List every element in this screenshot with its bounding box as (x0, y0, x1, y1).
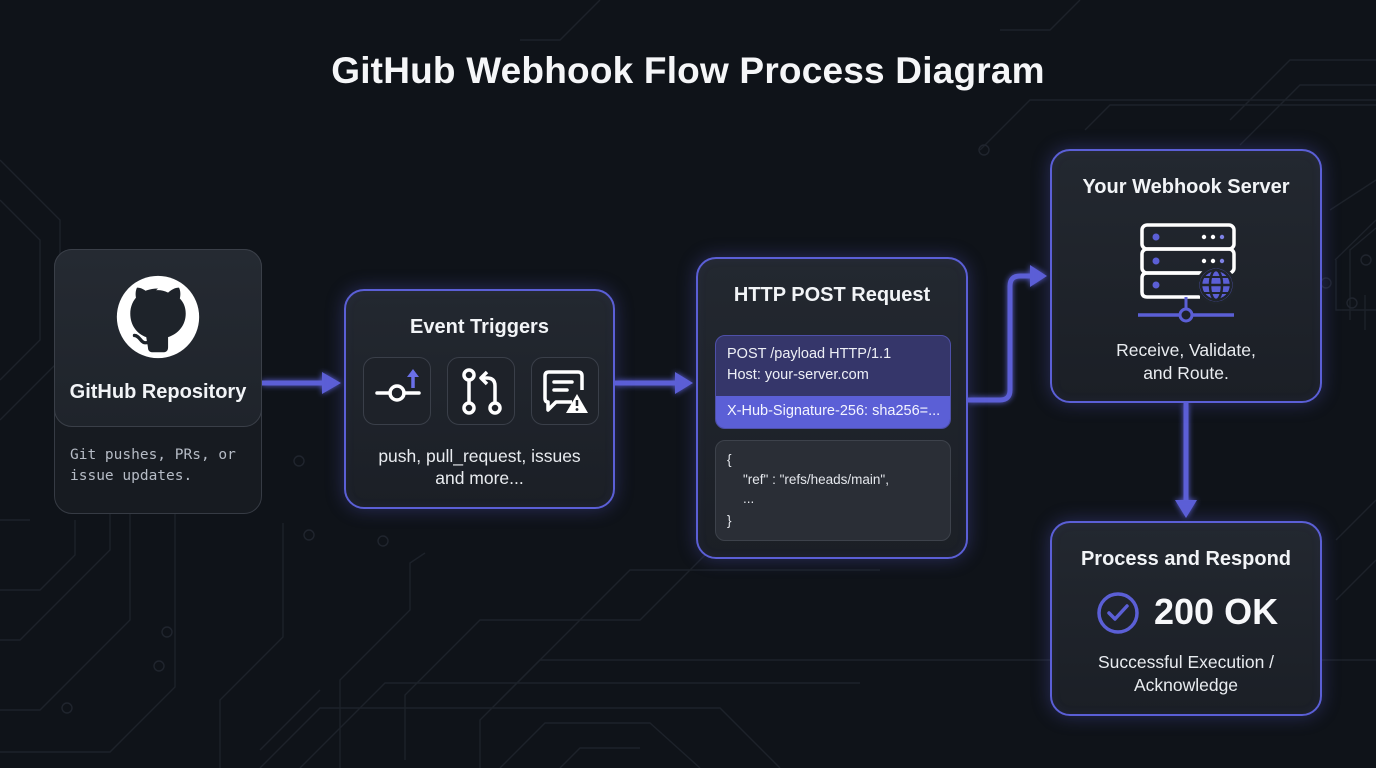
issue-comment-alert-icon (543, 370, 588, 413)
webhook-server-description: Receive, Validate, and Route. (1052, 339, 1320, 385)
webhook-server-title: Your Webhook Server (1082, 176, 1290, 198)
process-respond-card[interactable]: Process and Respond 200 OK Successful Ex… (1050, 521, 1322, 716)
webhook-server-card[interactable]: Your Webhook Server Receive, Validate, a… (1050, 149, 1322, 403)
request-line: POST /payload HTTP/1.1 (727, 346, 892, 362)
request-headers-box: POST /payload HTTP/1.1 Host: your-server… (715, 335, 951, 429)
server-globe-icon (1138, 223, 1236, 323)
signature-header-line: X-Hub-Signature-256: sha256=... (716, 396, 950, 428)
issues-event-tile[interactable] (531, 357, 599, 425)
event-triggers-title: Event Triggers (410, 316, 549, 338)
http-post-card[interactable]: HTTP POST Request POST /payload HTTP/1.1… (696, 257, 968, 559)
git-pull-request-icon (462, 368, 502, 415)
webhook-server-description-line: and Route. (1143, 363, 1229, 383)
payload-line: "ref" : "refs/heads/main", (743, 472, 889, 487)
git-commit-push-icon (375, 369, 421, 402)
repository-title: GitHub Repository (69, 381, 247, 403)
payload-json-box: { "ref" : "refs/heads/main", ... } (715, 440, 951, 541)
process-respond-title: Process and Respond (1080, 548, 1292, 570)
host-header-line: Host: your-server.com (727, 367, 869, 383)
http-post-title: HTTP POST Request (733, 284, 931, 306)
repository-description-line: Git pushes, PRs, or (70, 447, 236, 463)
payload-line: ... (743, 491, 755, 506)
process-respond-description-line: Acknowledge (1133, 675, 1239, 695)
github-octocat-icon (116, 275, 200, 359)
pull-request-event-tile[interactable] (447, 357, 515, 425)
webhook-server-description-line: Receive, Validate, (1116, 340, 1256, 360)
event-triggers-description-line: push, pull_request, issues (378, 446, 581, 466)
process-respond-description-line: Successful Execution / (1097, 652, 1275, 672)
push-event-tile[interactable] (363, 357, 431, 425)
event-triggers-description-line: and more... (435, 468, 524, 488)
status-code: 200 OK (1154, 591, 1279, 632)
payload-line: { (727, 452, 732, 467)
diagram-title: GitHub Webhook Flow Process Diagram (331, 50, 1045, 91)
repository-description-line: issue updates. (70, 468, 193, 484)
check-circle-icon (1097, 592, 1139, 634)
repository-description: Git pushes, PRs, or issue updates. (70, 445, 255, 487)
payload-line: } (727, 513, 732, 528)
event-triggers-description: push, pull_request, issues and more... (346, 445, 613, 489)
event-triggers-card[interactable]: Event Triggers push, pull_ (344, 289, 615, 509)
process-respond-description: Successful Execution / Acknowledge (1052, 651, 1320, 697)
